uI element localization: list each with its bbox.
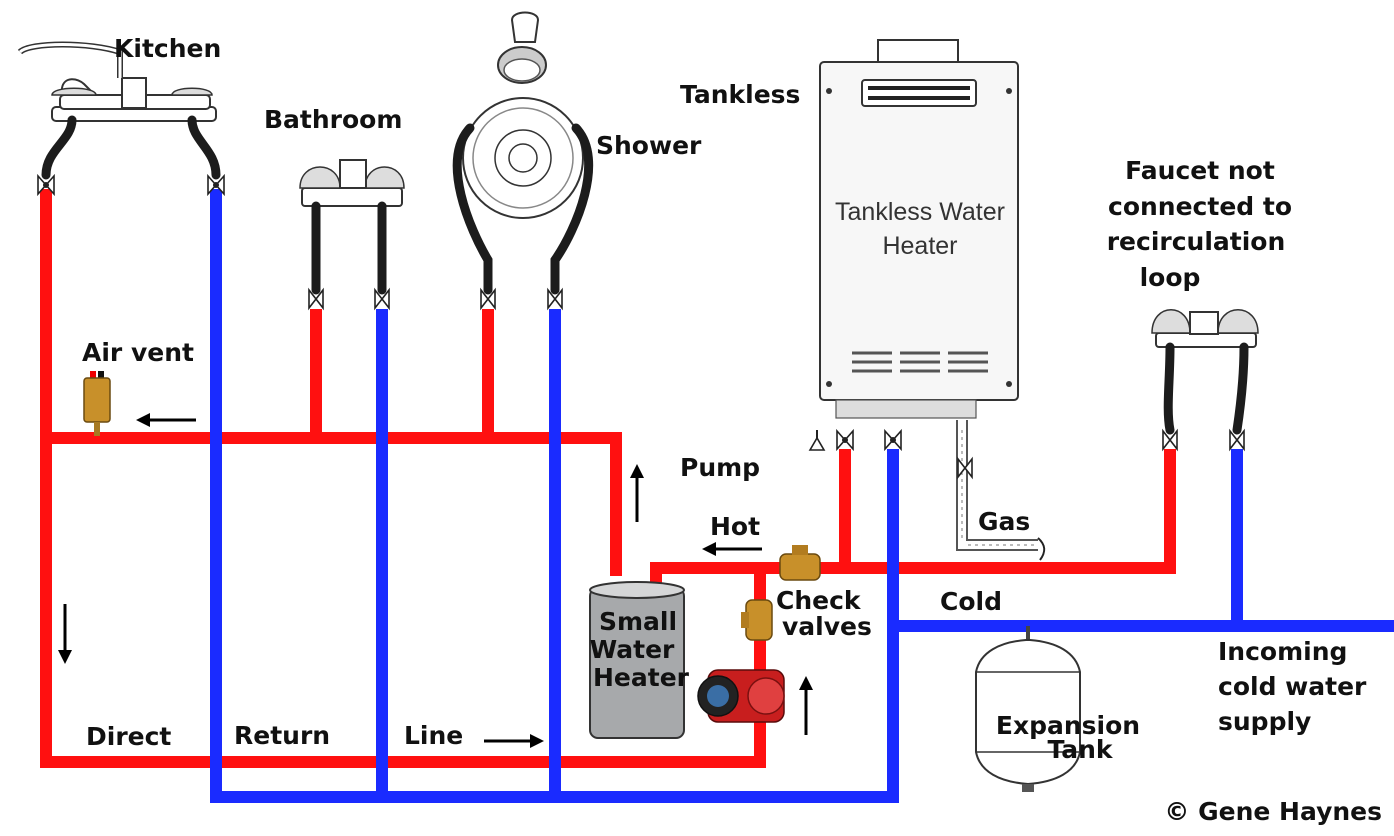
label-small-heater-3: Heater	[593, 663, 690, 692]
copyright-text: © Gene Haynes	[1164, 797, 1382, 826]
label-cold: Cold	[940, 587, 1002, 616]
label-incoming-1: Incoming	[1218, 637, 1347, 666]
label-return: Return	[234, 721, 330, 750]
label-bathroom: Bathroom	[264, 105, 402, 134]
label-incoming-2: cold water	[1218, 672, 1367, 701]
label-expansion-1: Expansion	[996, 711, 1140, 740]
label-direct: Direct	[86, 722, 171, 751]
valve-icon	[37, 173, 55, 197]
relief-valve-icon	[808, 430, 826, 451]
arrow-icon	[136, 413, 196, 427]
gas-line	[956, 420, 1046, 561]
label-faucet-note-1: Faucet not	[1125, 156, 1275, 185]
valve-icon	[836, 428, 854, 452]
label-hot: Hot	[710, 512, 760, 541]
valve-icon	[1229, 428, 1245, 452]
check-valve-icon	[779, 545, 821, 581]
label-small-heater-2: Water	[590, 635, 675, 664]
small-water-heater-tank-icon	[589, 581, 685, 739]
valve-icon	[547, 287, 563, 311]
label-expansion-2: Tank	[1047, 735, 1113, 764]
label-check-valves-2: valves	[782, 612, 872, 641]
label-line: Line	[404, 721, 463, 750]
label-incoming-3: supply	[1218, 707, 1311, 736]
label-faucet-note-3: recirculation	[1107, 227, 1286, 256]
heater-label-line2: Heater	[882, 232, 957, 260]
heater-label-line1: Tankless Water	[835, 198, 1005, 226]
valve-icon	[207, 173, 225, 197]
label-tankless: Tankless	[680, 80, 800, 109]
shower-head-icon	[497, 11, 547, 84]
expansion-tank-icon	[975, 626, 1081, 792]
label-gas: Gas	[978, 507, 1030, 536]
valve-icon	[884, 428, 902, 452]
arrow-icon	[702, 542, 762, 556]
label-shower: Shower	[596, 131, 702, 160]
flow-arrows	[58, 413, 813, 748]
tankless-water-heater: Tankless Water Heater	[819, 39, 1019, 419]
valve-icon	[957, 456, 973, 480]
valve-icon	[308, 287, 324, 311]
label-air-vent: Air vent	[82, 338, 194, 367]
label-small-heater-1: Small	[599, 607, 677, 636]
arrow-icon	[484, 734, 544, 748]
air-vent-icon	[83, 371, 111, 436]
arrow-icon	[799, 676, 813, 735]
cold-pipes	[210, 189, 1394, 803]
bathroom-faucet-icon	[299, 159, 405, 295]
pump-icon	[697, 669, 785, 723]
unconnected-faucet-icon	[1151, 309, 1259, 435]
check-valve-icon	[741, 599, 773, 641]
valve-icon	[480, 287, 496, 311]
label-faucet-note-4: loop	[1140, 263, 1201, 292]
arrow-icon	[58, 604, 72, 664]
label-kitchen: Kitchen	[114, 34, 221, 63]
valve-icon	[374, 287, 390, 311]
arrow-icon	[630, 464, 644, 522]
label-pump: Pump	[680, 453, 760, 482]
valve-icon	[1162, 428, 1178, 452]
shutoff-valves	[37, 173, 1245, 480]
label-check-valves-1: Check	[776, 586, 862, 615]
kitchen-faucet-icon	[17, 41, 221, 180]
shower-valve-icon	[452, 97, 594, 295]
label-faucet-note-2: connected to	[1108, 192, 1292, 221]
